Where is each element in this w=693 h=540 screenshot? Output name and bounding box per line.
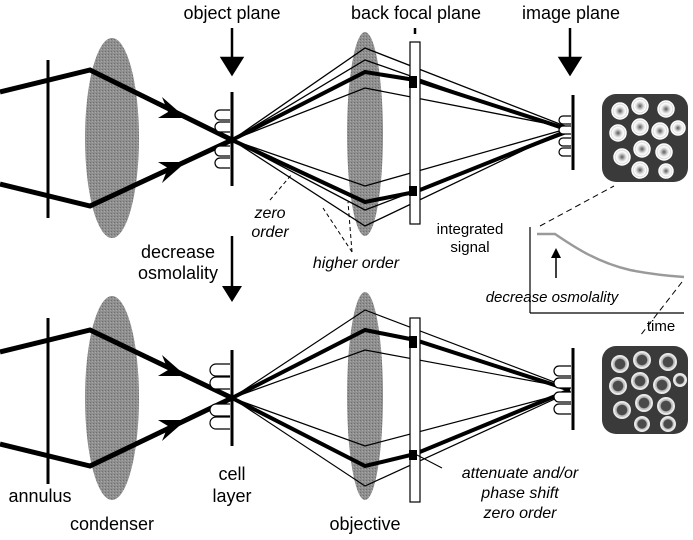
condenser-lens-bottom bbox=[85, 296, 139, 500]
condenser-lens-top bbox=[85, 38, 139, 238]
bottom-row bbox=[0, 292, 688, 503]
zero-order-ray-upper-bottom bbox=[231, 327, 571, 400]
diffracted-rays-top bbox=[231, 47, 571, 227]
cell-label: cell bbox=[218, 464, 245, 484]
objective-label: objective bbox=[329, 514, 400, 534]
zero-order-leader bbox=[269, 173, 293, 201]
phase-shift-label: phase shift bbox=[480, 485, 559, 502]
image-cells-bottom bbox=[553, 365, 571, 415]
signal-curve bbox=[537, 232, 685, 279]
back-focal-plane-label: back focal plane bbox=[351, 3, 481, 23]
image-plane-label: image plane bbox=[522, 3, 620, 23]
ray-arrowhead bbox=[158, 162, 186, 183]
zero-order-label-line2: order bbox=[251, 224, 289, 241]
illumination-ray-upper-top bbox=[0, 67, 234, 143]
zero-order-shift-label: zero order bbox=[483, 505, 558, 522]
time-label: time bbox=[647, 318, 675, 335]
phase-ring-bottom-upper bbox=[409, 336, 417, 348]
attenuate-label: attenuate and/or bbox=[462, 465, 579, 482]
signal-label: signal bbox=[450, 239, 489, 256]
cell-image-cells-bottom bbox=[609, 351, 687, 432]
decrease-osmolality-plot-label: decrease osmolality bbox=[486, 289, 620, 306]
ray-arrowhead bbox=[158, 97, 186, 118]
back-focal-plane-plate-top bbox=[409, 41, 421, 225]
osmolality-label: osmolality bbox=[138, 263, 218, 283]
annulus-label: annulus bbox=[8, 486, 71, 506]
attenuate-leader bbox=[416, 454, 443, 469]
cells-top bbox=[214, 109, 230, 169]
condenser-label: condenser bbox=[70, 514, 154, 534]
panel-leader-bottom bbox=[639, 281, 683, 337]
phase-ring-top-upper bbox=[409, 76, 417, 88]
integrated-label: integrated bbox=[437, 221, 504, 238]
diffracted-rays-bottom bbox=[231, 309, 571, 487]
higher-order-leaders bbox=[322, 201, 353, 253]
cell-image-cells-top bbox=[609, 97, 686, 179]
image-cells-top bbox=[558, 115, 571, 157]
zero-order-ray-lower-bottom bbox=[231, 388, 571, 469]
objective-lens-top bbox=[347, 32, 383, 236]
phase-ring-top-lower bbox=[409, 186, 417, 196]
panel-leader-top bbox=[539, 185, 615, 227]
objective-lens-bottom bbox=[347, 292, 383, 500]
ray-arrowhead bbox=[158, 420, 186, 441]
decrease-label: decrease bbox=[141, 242, 215, 262]
layer-label: layer bbox=[212, 486, 251, 506]
plane-arrows-top bbox=[219, 28, 583, 77]
higher-order-label: higher order bbox=[313, 255, 400, 272]
object-plane-label: object plane bbox=[183, 3, 280, 23]
osmolality-marker-arrowhead bbox=[551, 248, 561, 258]
top-row bbox=[0, 28, 688, 238]
zero-order-ray-upper-top bbox=[231, 69, 571, 142]
ray-arrowhead bbox=[158, 355, 186, 376]
signal-plot: integrated signal decrease osmolality ti… bbox=[437, 185, 685, 337]
transition-arrow bbox=[222, 236, 242, 302]
phase-ring-bottom-lower bbox=[409, 450, 417, 460]
cells-bottom bbox=[209, 363, 230, 430]
zero-order-label-line1: zero bbox=[253, 205, 285, 222]
zero-order-ray-lower-top bbox=[231, 128, 571, 205]
back-focal-plane-plate-bottom bbox=[409, 317, 421, 503]
